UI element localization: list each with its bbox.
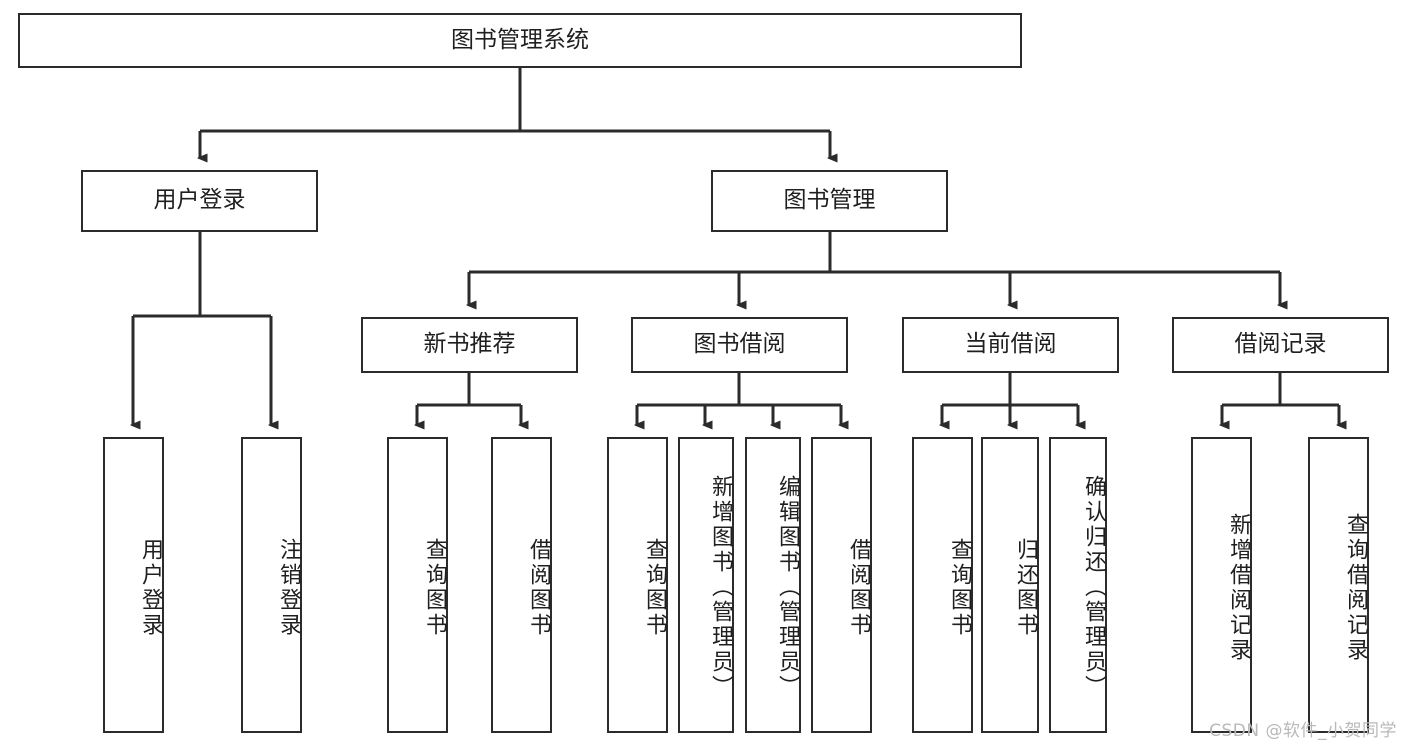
- node-borrow-record[interactable]: 借阅记录: [1172, 317, 1389, 373]
- leaf-query-book-1[interactable]: 查询图书: [387, 437, 448, 733]
- node-user-login[interactable]: 用户登录: [81, 170, 318, 232]
- leaf-add-record[interactable]: 新增借阅记录: [1191, 437, 1252, 733]
- leaf-borrow-book-2-label: 借阅图书: [846, 538, 871, 638]
- watermark: CSDN @软件_小贺同学: [1209, 721, 1397, 741]
- leaf-return-book[interactable]: 归还图书: [981, 437, 1039, 733]
- node-new-book-recommend-label: 新书推荐: [423, 331, 516, 358]
- leaf-edit-book[interactable]: 编辑图书（管理员）: [745, 437, 801, 733]
- leaf-confirm-return[interactable]: 确认归还（管理员）: [1049, 437, 1107, 733]
- node-borrow-record-label: 借阅记录: [1234, 331, 1327, 358]
- leaf-query-book-1-label: 查询图书: [422, 538, 447, 638]
- node-root-label: 图书管理系统: [451, 26, 589, 53]
- node-book-manage[interactable]: 图书管理: [711, 170, 948, 232]
- node-root[interactable]: 图书管理系统: [18, 13, 1022, 68]
- leaf-borrow-book-1-label: 借阅图书: [526, 538, 551, 638]
- leaf-add-record-label: 新增借阅记录: [1226, 513, 1251, 663]
- leaf-edit-book-label: 编辑图书（管理员）: [775, 474, 800, 700]
- node-new-book-recommend[interactable]: 新书推荐: [361, 317, 578, 373]
- leaf-query-book-2[interactable]: 查询图书: [607, 437, 668, 733]
- node-book-manage-label: 图书管理: [783, 187, 876, 214]
- leaf-return-book-label: 归还图书: [1013, 538, 1038, 638]
- leaf-query-book-2-label: 查询图书: [642, 538, 667, 638]
- node-book-borrow-label: 图书借阅: [693, 331, 786, 358]
- leaf-query-book-3[interactable]: 查询图书: [912, 437, 973, 733]
- node-book-borrow[interactable]: 图书借阅: [631, 317, 848, 373]
- leaf-user-login-label: 用户登录: [138, 538, 163, 638]
- leaf-query-record-label: 查询借阅记录: [1343, 513, 1368, 663]
- leaf-add-book-label: 新增图书（管理员）: [708, 474, 733, 700]
- leaf-user-login[interactable]: 用户登录: [103, 437, 164, 733]
- leaf-logout[interactable]: 注销登录: [241, 437, 302, 733]
- node-current-borrow-label: 当前借阅: [964, 331, 1057, 358]
- node-current-borrow[interactable]: 当前借阅: [902, 317, 1119, 373]
- leaf-query-book-3-label: 查询图书: [947, 538, 972, 638]
- leaf-borrow-book-2[interactable]: 借阅图书: [811, 437, 872, 733]
- leaf-borrow-book-1[interactable]: 借阅图书: [491, 437, 552, 733]
- leaf-logout-label: 注销登录: [276, 538, 301, 638]
- leaf-confirm-return-label: 确认归还（管理员）: [1081, 474, 1106, 700]
- leaf-query-record[interactable]: 查询借阅记录: [1308, 437, 1369, 733]
- node-user-login-label: 用户登录: [153, 187, 246, 214]
- leaf-add-book[interactable]: 新增图书（管理员）: [678, 437, 734, 733]
